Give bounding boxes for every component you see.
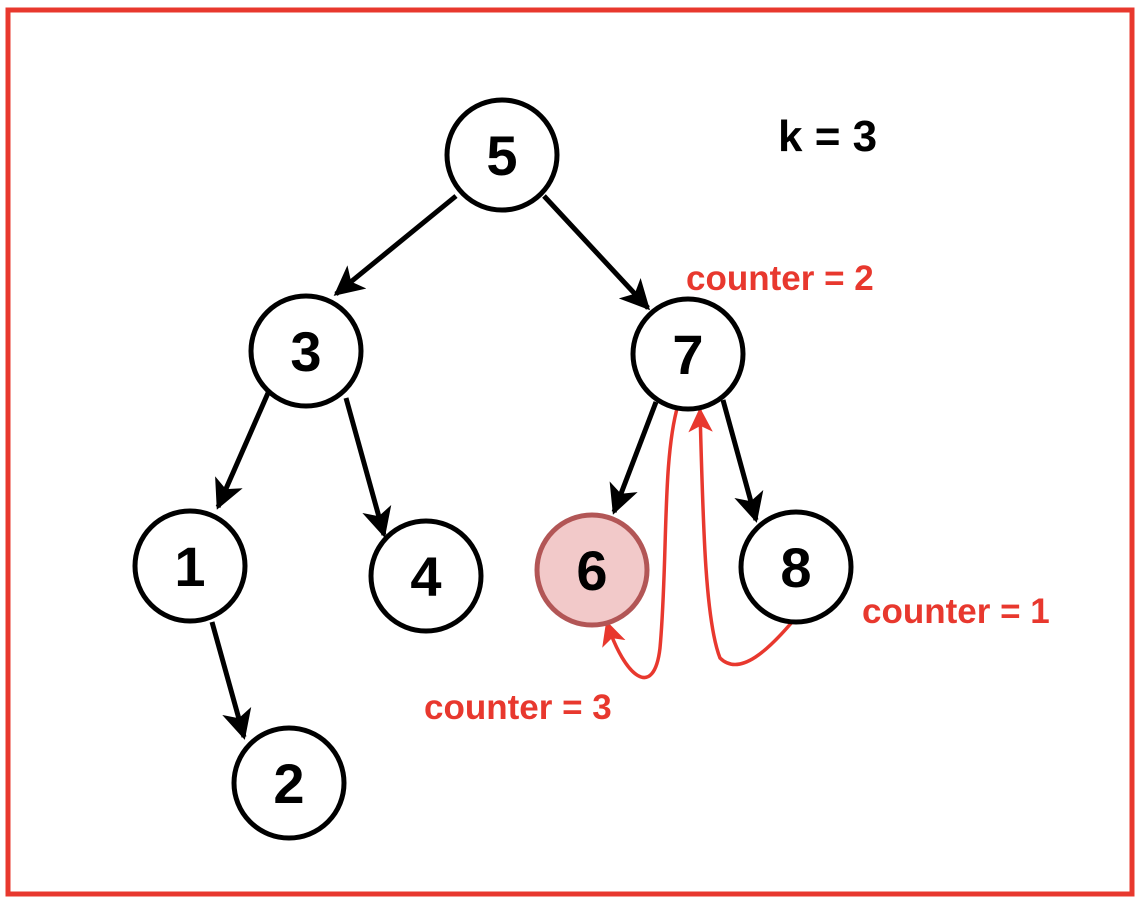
node-7-label: 7 (672, 323, 703, 386)
node-8-circle (738, 509, 854, 625)
node-4[interactable]: 4 (368, 518, 484, 634)
trace-8-to-7 (688, 407, 795, 667)
node-8-label: 8 (780, 536, 811, 599)
k-label: k = 3 (778, 112, 877, 161)
tree-edges (209, 194, 764, 740)
node-1[interactable]: 1 (132, 508, 248, 624)
node-3-label: 3 (290, 320, 321, 383)
node-4-circle (368, 518, 484, 634)
node-8[interactable]: 8 (738, 509, 854, 625)
node-1-label: 1 (174, 535, 205, 598)
edge-5-3 (333, 194, 458, 296)
node-6-label: 6 (576, 539, 607, 602)
node-4-label: 4 (410, 545, 441, 608)
node-2-circle (231, 725, 347, 841)
edge-1-2 (209, 621, 252, 740)
edge-7-8 (720, 399, 764, 523)
node-6[interactable]: 6 (534, 512, 650, 628)
node-2-label: 2 (273, 752, 304, 815)
tree-nodes: 5 3 7 1 4 6 8 2 (132, 97, 854, 841)
edge-3-1 (215, 391, 271, 510)
node-7-circle (630, 296, 746, 412)
counter-2-label: counter = 2 (686, 259, 874, 298)
node-5-circle (444, 97, 560, 213)
traversal-traces (602, 404, 795, 680)
node-7[interactable]: 7 (630, 296, 746, 412)
node-5[interactable]: 5 (444, 97, 560, 213)
node-3-circle (248, 293, 364, 409)
node-3[interactable]: 3 (248, 293, 364, 409)
outer-frame (5, 7, 1135, 897)
trace-7-to-6 (602, 404, 680, 680)
node-1-circle (132, 508, 248, 624)
node-6-circle-highlighted (534, 512, 650, 628)
edge-5-7 (542, 194, 651, 311)
edge-7-6 (609, 401, 659, 515)
edge-3-4 (343, 397, 392, 538)
counter-3-label: counter = 3 (424, 688, 612, 727)
node-5-label: 5 (486, 124, 517, 187)
counter-1-label: counter = 1 (862, 592, 1050, 631)
node-2[interactable]: 2 (231, 725, 347, 841)
